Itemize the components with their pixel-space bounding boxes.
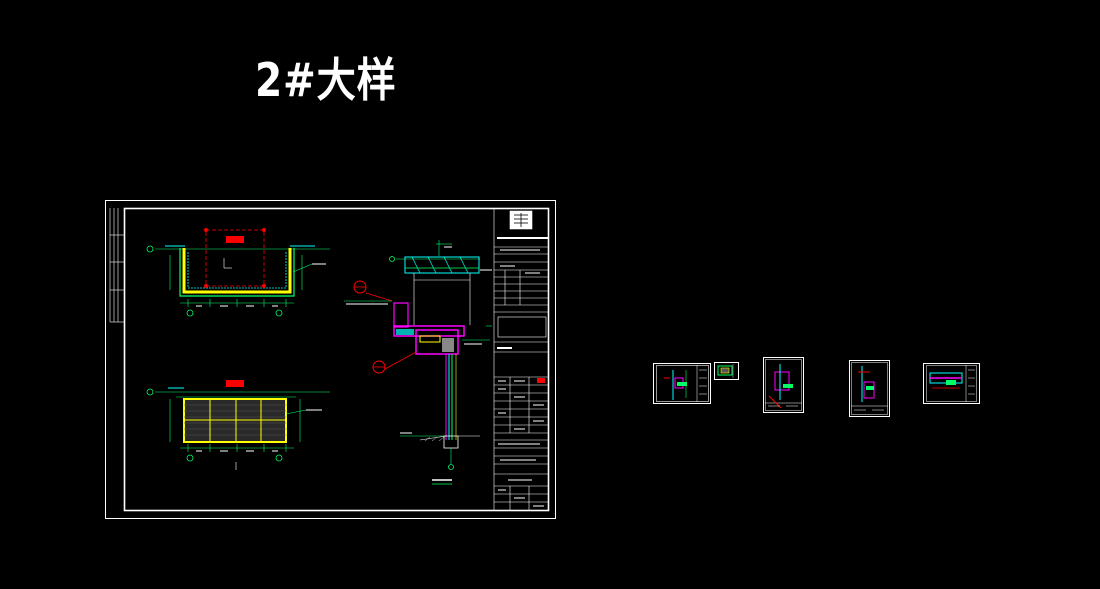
pit-section-view (146, 228, 330, 317)
thumbnail-2[interactable] (714, 362, 739, 380)
thumbnail-4[interactable] (849, 360, 890, 417)
main-drawing-sheet[interactable] (105, 200, 556, 519)
thumbnail-5[interactable] (923, 363, 980, 404)
binding-strip (109, 208, 124, 323)
thumbnail-1[interactable] (653, 363, 711, 404)
thumbnail-3[interactable] (763, 357, 804, 413)
title-block (493, 208, 548, 510)
section-1-1-detail (344, 240, 492, 485)
cover-plan-view (146, 380, 330, 470)
drawing-title: 2#大样 (255, 53, 397, 107)
